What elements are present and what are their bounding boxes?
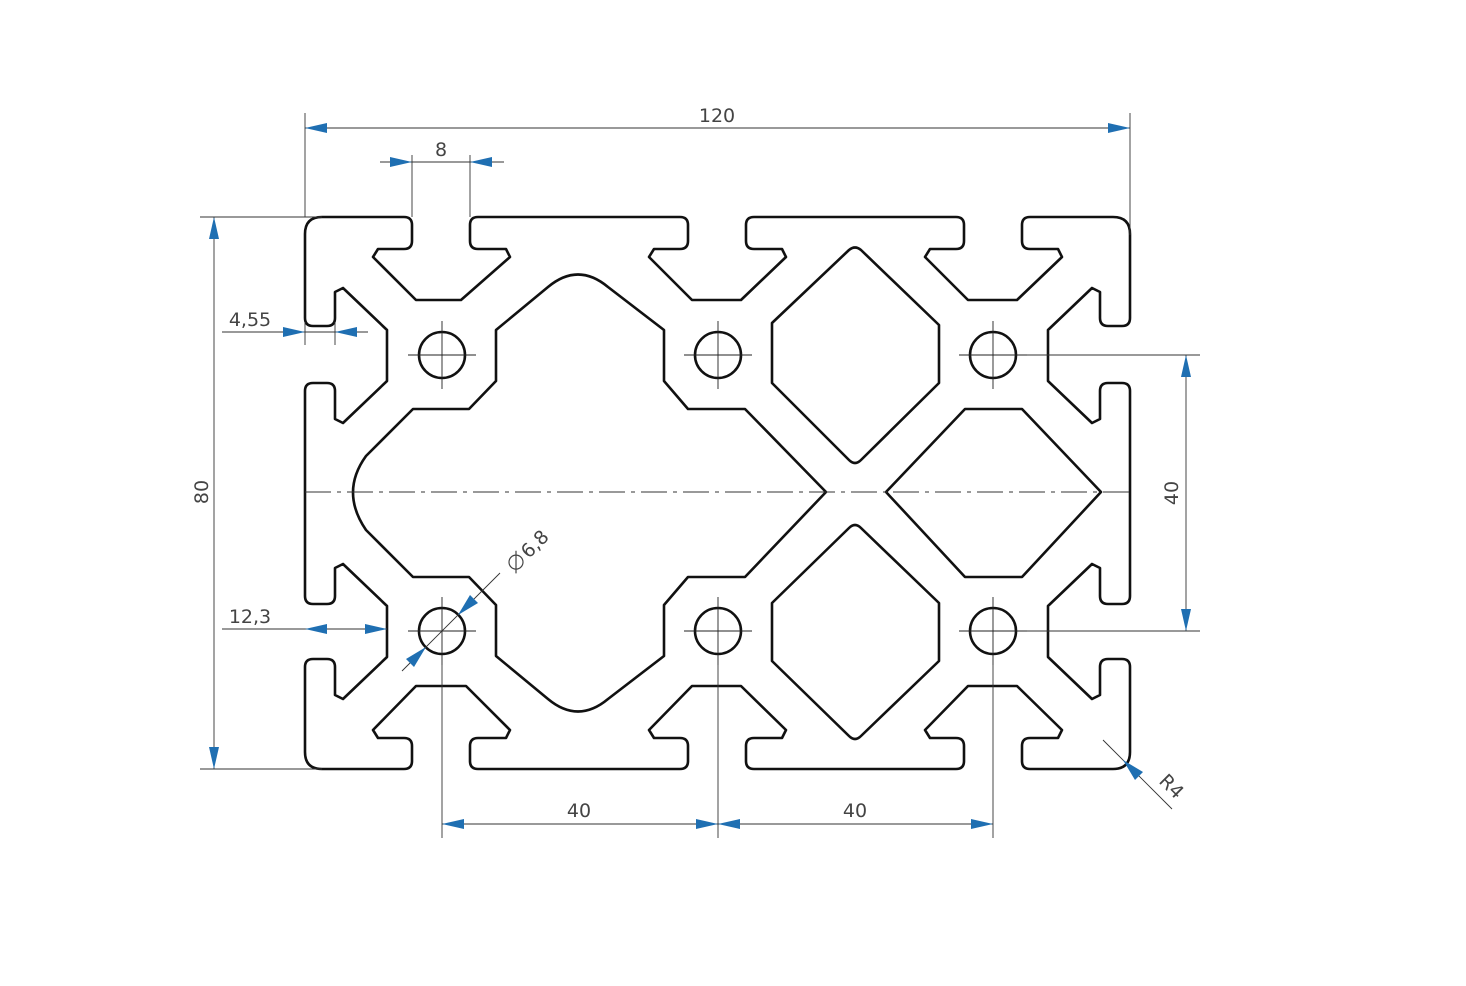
outer-contour (303, 215, 1132, 771)
dimension-corner-radius: R4 (1102, 739, 1188, 810)
arrowhead (1181, 355, 1191, 377)
left-cavity (351, 273, 828, 713)
profile-outline (303, 215, 1132, 771)
dimension-label: 80 (191, 480, 213, 504)
right-diamond-cavity (884, 407, 1103, 579)
arrowhead (718, 819, 740, 829)
arrowhead (442, 819, 464, 829)
arrowhead (470, 157, 492, 167)
arrowhead (1123, 760, 1143, 780)
arrowhead (209, 747, 219, 769)
dimension-vertical-pitch: 40 (1027, 354, 1200, 632)
diameter-symbol-icon (508, 554, 524, 570)
dimension-label: 12,3 (229, 606, 271, 628)
arrowhead (696, 819, 718, 829)
dimension-slot-width: 8 (380, 139, 504, 217)
center-marks (305, 321, 1130, 665)
dimension-bore-diameter: 6,8 (401, 526, 554, 672)
arrowhead (283, 327, 305, 337)
arrowhead (335, 327, 357, 337)
dimension-overall-width: 120 (304, 105, 1131, 235)
arrowhead (1108, 123, 1130, 133)
dimension-label: 6,8 (517, 526, 554, 563)
dimension-overall-height: 80 (191, 216, 322, 770)
dimension-label: 120 (699, 105, 735, 127)
arrowhead (365, 624, 387, 634)
arrowhead (305, 624, 327, 634)
arrowhead (458, 595, 478, 615)
dimension-label: 40 (1161, 481, 1183, 505)
dimension-label: 4,55 (229, 309, 271, 331)
arrowhead (406, 647, 426, 667)
arrowhead (305, 123, 327, 133)
arrowhead (209, 217, 219, 239)
dimension-horizontal-pitch: 40 40 (441, 665, 994, 838)
lower-diamond-cavity (770, 523, 941, 741)
dimension-label: 40 (567, 800, 591, 822)
arrowhead (971, 819, 993, 829)
dimension-slot-depth: 4,55 (222, 309, 368, 345)
dimension-label: R4 (1154, 770, 1187, 803)
dimension-edge-offset: 12,3 (222, 606, 387, 634)
upper-diamond-cavity (770, 246, 941, 465)
arrowhead (390, 157, 412, 167)
dimension-label: 8 (435, 139, 447, 161)
arrowhead (1181, 609, 1191, 631)
dimensions: 120 8 4,55 80 (191, 105, 1200, 838)
dimension-label: 40 (843, 800, 867, 822)
